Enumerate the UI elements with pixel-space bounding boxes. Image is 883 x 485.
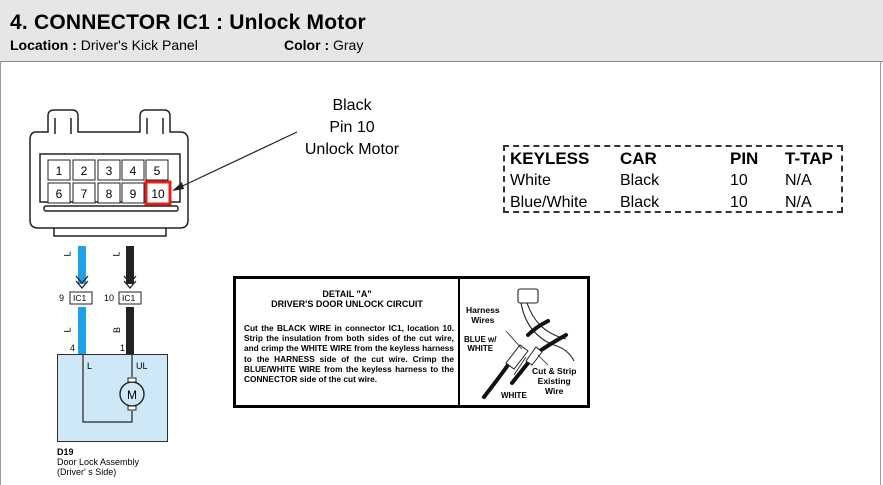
wire-left-upper [78,246,86,284]
ic1-tag-left [69,291,93,305]
table-header-pin: PIN [730,149,759,168]
label-cut-line-2: Existing [537,376,571,386]
pin-label: 9 [130,187,137,201]
table-cell: Black [620,194,660,211]
assembly-pin-right: 1 [120,343,126,353]
table-header-ttap: T-TAP [785,149,833,168]
detail-title-line-1: DETAIL "A" [322,289,372,299]
wire-right-code: B [112,326,123,334]
page-title: 4. CONNECTOR IC1 : Unlock Motor [10,11,366,34]
table-cell: N/A [785,172,812,189]
label-cut-line-3: Wire [545,386,564,396]
keyless-table: KEYLESS CAR PIN T-TAP White Black 10 N/A… [503,145,843,213]
door-lock-assembly: M L UL [57,354,168,442]
pin-cell [47,159,71,181]
right-pin-number: 10 [104,293,115,303]
location-label: Location : [10,37,77,53]
wire-right-upper [126,246,134,284]
wire-left-code-top: L [62,251,73,257]
motor-label: M [127,388,137,402]
pin-cell [97,182,121,204]
detail-instructions: Cut the BLACK WIRE in connector IC1, loc… [244,323,454,385]
right-border [880,61,881,485]
detail-a-box: DETAIL "A" DRIVER'S DOOR UNLOCK CIRCUIT … [233,276,590,408]
connector-pins [47,159,172,206]
wire-right-lower [126,307,134,355]
ic1-tag-right [118,291,142,305]
label-blue-line-2: WHITE [467,344,494,353]
assembly-code: D19 [57,447,74,457]
pin-label: 7 [81,187,88,201]
pin-cell [72,182,96,204]
pin-label: 6 [56,187,63,201]
table-cell: Blue/White [510,194,588,211]
pin-cell [97,159,121,181]
color-line: Color : Gray [284,37,363,53]
callout-arrowhead [172,182,184,191]
assembly-term-left: L [87,361,93,371]
assembly-pin-left: 4 [70,343,76,353]
label-blue-white: BLUE w/ WHITE [464,335,496,353]
assembly-name: Door Lock Assembly [57,457,140,467]
callout-line-2: Pin 10 [329,119,375,136]
label-cut-line-1: Cut & Strip [532,366,577,376]
location-value: Driver's Kick Panel [80,37,198,53]
left-border [0,61,1,485]
splice-illustration [482,288,575,399]
detail-divider [458,279,460,405]
pin-cell [47,182,71,204]
header-bar: 4. CONNECTOR IC1 : Unlock Motor Location… [0,0,883,62]
pin-label: 8 [106,187,113,201]
pin-label: 3 [106,164,113,178]
table-cell: White [510,172,551,189]
callout-line-3: Unlock Motor [304,141,400,158]
pin-cell [72,159,96,181]
pin-label: 5 [154,164,161,178]
callout-leader [173,131,298,191]
wire-right-code-top: L [111,251,122,257]
assembly-side: (Driver' s Side) [57,467,117,477]
wire-right [123,246,137,355]
table-cell: 10 [730,194,748,211]
table-cell: 10 [730,172,748,189]
pin-label: 4 [130,164,137,178]
wire-left-code: L [62,327,73,333]
pin-10-highlight [144,180,172,206]
pin-cell [121,182,145,204]
assembly-term-right: UL [136,361,148,371]
callout-text: Black Pin 10 Unlock Motor [292,95,412,161]
left-pin-number: 9 [59,293,65,303]
label-white: WHITE [501,391,527,400]
label-harness-line-2: Wires [471,315,495,325]
color-label: Color : [284,37,330,53]
callout-line-1: Black [332,97,372,114]
wire-left-lower [78,307,86,355]
label-harness-wires: Harness Wires [466,305,500,325]
detail-title: DETAIL "A" DRIVER'S DOOR UNLOCK CIRCUIT [236,289,458,309]
label-harness-line-1: Harness [466,305,500,315]
location-line: Location : Driver's Kick Panel [10,37,198,53]
table-cell: N/A [785,194,812,211]
chevron-down-icon [75,275,89,289]
detail-title-line-2: DRIVER'S DOOR UNLOCK CIRCUIT [271,299,423,309]
pin-label: 2 [81,164,88,178]
color-value: Gray [333,37,364,53]
table-cell: Black [620,172,660,189]
pin-cell [145,159,169,181]
table-header-car: CAR [620,149,657,168]
pin-label: 10 [151,187,165,201]
label-cut-strip: Cut & Strip Existing Wire [532,366,576,396]
label-blue-line-1: BLUE w/ [464,335,497,344]
wire-left [75,246,89,355]
pin-label: 1 [56,164,63,178]
ic1-tag-left-label: IC1 [73,293,87,303]
table-header-keyless: KEYLESS [510,149,590,168]
pin-cell [121,159,145,181]
assembly-circuit: M [82,355,145,423]
chevron-down-icon [123,275,137,289]
ic1-tag-right-label: IC1 [122,293,136,303]
